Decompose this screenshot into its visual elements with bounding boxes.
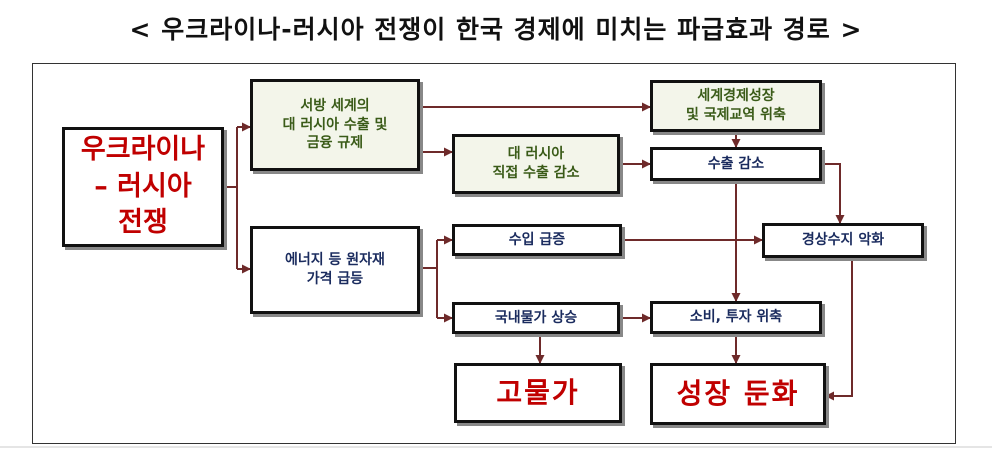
- node-domestic-price-label: 국내물가 상승: [494, 309, 578, 326]
- node-import-surge-label: 수입 급증: [508, 231, 566, 248]
- node-export-decline: 수출 감소: [650, 147, 822, 181]
- node-consumption: 소비, 투자 위축: [650, 301, 822, 334]
- node-growth-slowdown-label: 성장 둔화: [676, 377, 800, 411]
- node-sanctions-line-2: 대 러시아 수출 및: [282, 116, 388, 133]
- node-war-line-2: – 러시아: [94, 170, 192, 202]
- node-world-growth-line-1: 세계경제성장: [697, 88, 775, 105]
- node-high-prices: 고물가: [454, 363, 622, 423]
- node-sanctions-line-1: 서방 세계의: [300, 97, 370, 114]
- node-domestic-price: 국내물가 상승: [452, 302, 620, 334]
- arrow-current-account-growth: [825, 258, 853, 401]
- node-energy-line-1: 에너지 등 원자재: [285, 252, 385, 269]
- node-current-account-label: 경상수지 악화: [801, 232, 885, 249]
- node-energy: 에너지 등 원자재 가격 급등: [250, 226, 420, 314]
- node-high-prices-label: 고물가: [496, 376, 580, 410]
- node-world-growth-line-2: 및 국제교역 위축: [686, 107, 786, 123]
- node-world-growth: 세계경제성장 및 국제교역 위축: [650, 80, 822, 132]
- node-sanctions: 서방 세계의 대 러시아 수출 및 금융 규제: [250, 79, 420, 171]
- node-war: 우크라이나 – 러시아 전쟁: [62, 127, 224, 247]
- node-export-russia: 대 러시아 직접 수출 감소: [452, 134, 620, 194]
- node-growth-slowdown: 성장 둔화: [650, 363, 826, 425]
- node-sanctions-line-3: 금융 규제: [306, 135, 364, 152]
- diagram-title: < 우크라이나-러시아 전쟁이 한국 경제에 미치는 파급효과 경로 >: [129, 15, 863, 44]
- page-bottom-rule: [0, 446, 992, 448]
- node-war-line-1: 우크라이나: [80, 134, 206, 166]
- node-war-line-3: 전쟁: [118, 207, 168, 239]
- node-consumption-label: 소비, 투자 위축: [689, 309, 783, 326]
- node-export-russia-line-2: 직접 수출 감소: [492, 165, 580, 181]
- node-export-decline-label: 수출 감소: [707, 155, 765, 172]
- node-energy-line-2: 가격 급등: [306, 271, 364, 287]
- node-current-account: 경상수지 악화: [762, 223, 924, 258]
- arrow-export-current-account: [822, 163, 845, 224]
- node-export-russia-line-1: 대 러시아: [507, 146, 565, 163]
- node-import-surge: 수입 급증: [452, 224, 622, 256]
